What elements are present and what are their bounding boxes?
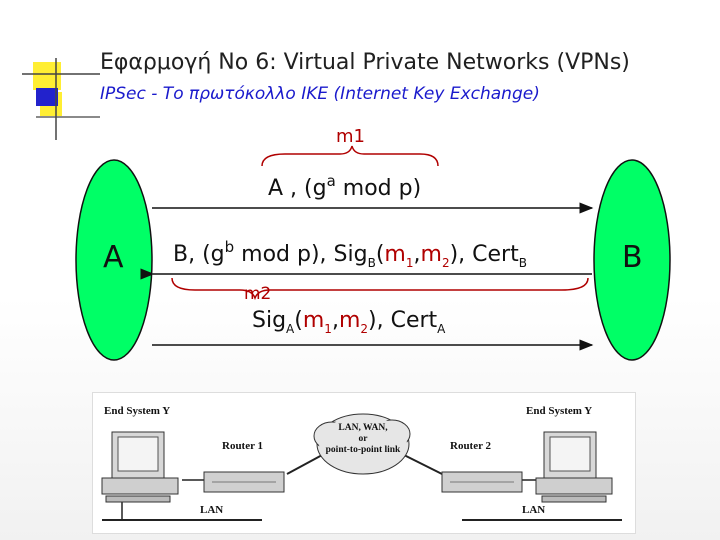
- message-2-mid: mod p), Sig: [234, 242, 368, 267]
- lan-left-label: LAN: [200, 504, 224, 516]
- message-2-m1: m: [384, 242, 406, 267]
- message-3-m1-subscript: 1: [324, 322, 332, 336]
- message-1-prefix: A , (g: [268, 176, 327, 201]
- cloud-label-line-2: or: [358, 434, 368, 444]
- message-3-m2: m: [338, 308, 361, 333]
- cloud-label-line-1: LAN, WAN,: [338, 423, 388, 433]
- brace-label-m2: m2: [244, 284, 272, 304]
- message-3-cert-subscript: A: [437, 322, 446, 336]
- slide-title: Εφαρμογή Νο 6: Virtual Private Networks …: [100, 50, 630, 75]
- message-2-exponent: b: [224, 238, 235, 256]
- message-2-m1-subscript: 1: [405, 256, 414, 270]
- slide-subtitle: IPSec - Το πρωτόκολλο IKE (Internet Key …: [100, 84, 540, 104]
- accent-blue-square: [36, 88, 58, 106]
- link-cloud-router2: [401, 453, 443, 475]
- message-3-args-open: (: [294, 308, 303, 333]
- router-2-icon: [441, 471, 523, 493]
- message-1-text: A , (ga mod p): [268, 172, 421, 201]
- message-2-comma: ,: [413, 242, 421, 267]
- router-1-icon: [203, 471, 285, 493]
- router-1-label: Router 1: [222, 440, 264, 452]
- protocol-diagram: [75, 145, 671, 361]
- computer-right-icon: [535, 431, 613, 503]
- link-router1-cloud: [286, 453, 325, 475]
- message-3-text: SigA(m1,m2), CertA: [252, 308, 445, 336]
- message-2-cert-subscript: B: [518, 256, 527, 270]
- cloud-label: LAN, WAN, or point-to-point link: [323, 423, 403, 456]
- network-cloud-icon: [313, 413, 411, 475]
- party-a-label: A: [103, 240, 124, 275]
- router-2-label: Router 2: [450, 440, 492, 452]
- network-drawing: [101, 413, 622, 521]
- message-2-sig-subscript: B: [367, 256, 376, 270]
- message-3-args-close: ), Cert: [368, 308, 438, 333]
- message-2-text: B, (gb mod p), SigB(m1,m2), CertB: [173, 238, 527, 270]
- end-system-right-label: End System Y: [526, 405, 593, 417]
- message-2-m2: m: [420, 242, 442, 267]
- party-b-ellipse: [593, 159, 671, 361]
- party-a-ellipse: [75, 159, 153, 361]
- brace-m2: [171, 277, 589, 301]
- brace-label-m1: m1: [336, 126, 365, 147]
- message-2-prefix: B, (g: [173, 242, 225, 267]
- message-1-suffix: mod p): [335, 176, 422, 201]
- title-accent-graphic: [22, 58, 100, 140]
- message-2-args-open: (: [375, 242, 385, 267]
- message-2-m2-subscript: 2: [441, 256, 450, 270]
- message-3-m2-subscript: 2: [360, 322, 369, 336]
- message-1-exponent: a: [326, 172, 336, 190]
- end-system-left-label: End System Y: [104, 405, 171, 417]
- lan-right-label: LAN: [522, 504, 546, 516]
- message-3-sig-subscript: A: [286, 322, 295, 336]
- message-3-m1: m: [302, 308, 325, 333]
- message-3-comma: ,: [331, 308, 339, 333]
- message-3-prefix: Sig: [252, 308, 287, 333]
- brace-m1: [261, 145, 439, 167]
- cloud-label-line-3: point-to-point link: [325, 445, 401, 455]
- party-b-label: B: [622, 240, 643, 275]
- message-2-args-close: ), Cert: [449, 242, 519, 267]
- computer-left-icon: [101, 431, 179, 503]
